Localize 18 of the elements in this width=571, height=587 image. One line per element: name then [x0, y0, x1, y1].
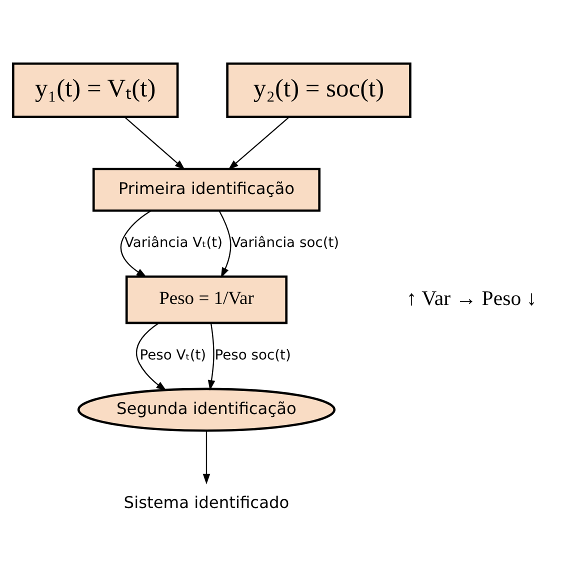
arrow	[218, 210, 232, 278]
arrow	[202, 430, 210, 484]
node-box: y₁(t) = Vₜ(t)	[12, 62, 179, 118]
arrow	[208, 322, 216, 390]
edge-label: Peso soc(t)	[214, 347, 291, 364]
arrow	[228, 116, 290, 170]
arrow	[120, 210, 152, 277]
node-text: Sistema identificado	[124, 492, 290, 512]
arrow	[136, 322, 167, 390]
edge-label: Variância soc(t)	[231, 234, 340, 251]
arrow	[124, 116, 186, 170]
node-ellipse: Segunda identificação	[77, 387, 336, 432]
label: ↑ Var → Peso ↓	[406, 285, 537, 310]
node-box: Peso = 1/Var	[125, 274, 288, 324]
node-box: y₂(t) = soc(t)	[226, 62, 412, 118]
edge-label: Peso Vₜ(t)	[140, 347, 206, 364]
edge-label: Variância Vₜ(t)	[124, 234, 223, 251]
node-box: Primeira identificação	[92, 167, 321, 212]
